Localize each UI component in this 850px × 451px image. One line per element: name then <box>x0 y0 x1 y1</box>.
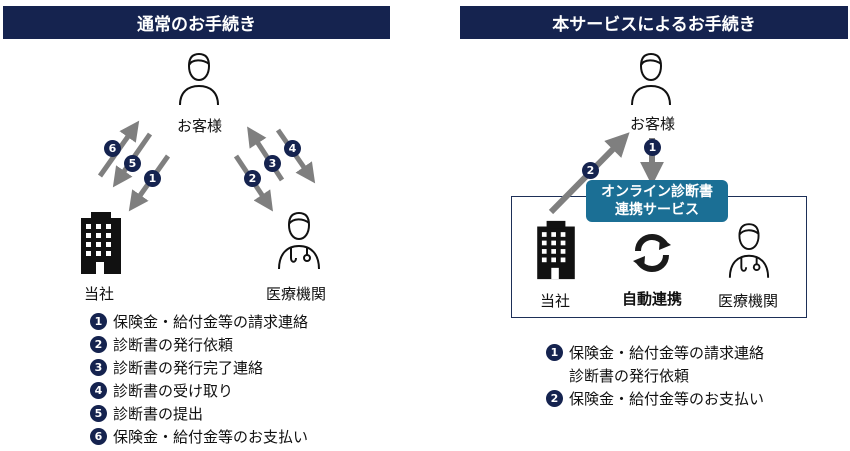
right-steps-list: 1 保険金・給付金等の請求連絡 診断書の発行依頼 2 保険金・給付金等のお支払い <box>546 341 764 410</box>
list-item: 2 診断書の発行依頼 <box>90 333 308 356</box>
step-number: 1 <box>546 344 563 361</box>
left-arrow-badge-3: 3 <box>264 155 281 172</box>
person-icon <box>631 52 671 106</box>
building-icon <box>537 220 575 280</box>
step-number: 2 <box>90 336 107 353</box>
step-text: 保険金・給付金等のお支払い <box>569 390 765 408</box>
step-text: 保険金・給付金等の請求連絡 <box>569 344 765 362</box>
left-arrow-badge-5: 5 <box>124 155 141 172</box>
doctor-icon <box>278 211 320 270</box>
right-hospital-label: 医療機関 <box>718 292 779 310</box>
list-item: 3 診断書の発行完了連絡 <box>90 356 308 379</box>
right-arrow-badge-2: 2 <box>582 162 599 179</box>
step-text: 診断書の受け取り <box>113 382 234 400</box>
step-text: 診断書の発行依頼 <box>113 336 234 354</box>
left-hospital-label: 医療機関 <box>266 285 327 303</box>
step-text: 診断書の発行完了連絡 <box>113 359 264 377</box>
step-text: 診断書の提出 <box>113 405 204 423</box>
list-item: 6 保険金・給付金等のお支払い <box>90 425 308 448</box>
list-item: 診断書の発行依頼 <box>546 364 764 387</box>
list-item: 5 診断書の提出 <box>90 402 308 425</box>
left-company-label: 当社 <box>84 285 115 303</box>
list-item: 1 保険金・給付金等の請求連絡 <box>90 310 308 333</box>
right-customer-label: お客様 <box>630 115 676 133</box>
left-arrow-badge-2: 2 <box>244 170 261 187</box>
building-icon <box>81 212 121 274</box>
doctor-icon <box>728 223 770 278</box>
step-text: 保険金・給付金等のお支払い <box>113 428 309 446</box>
left-customer-label: お客様 <box>177 117 223 135</box>
auto-link-label: 自動連携 <box>622 290 683 308</box>
step-number: 5 <box>90 405 107 422</box>
service-badge: オンライン診断書 連携サービス <box>586 180 728 222</box>
service-line-2: 連携サービス <box>615 202 699 218</box>
right-arrow-badge-1: 1 <box>644 139 661 156</box>
person-icon <box>179 52 219 106</box>
left-arrow-badge-4: 4 <box>284 140 301 157</box>
step-number: 1 <box>90 313 107 330</box>
right-panel-title: 本サービスによるお手続き <box>460 6 848 39</box>
step-text: 診断書の発行依頼 <box>569 367 690 385</box>
step-number: 4 <box>90 382 107 399</box>
left-panel-title: 通常のお手続き <box>3 6 390 39</box>
list-item: 4 診断書の受け取り <box>90 379 308 402</box>
sync-icon <box>633 233 671 273</box>
step-number: 3 <box>90 359 107 376</box>
list-item: 2 保険金・給付金等のお支払い <box>546 387 764 410</box>
left-arrow-badge-6: 6 <box>104 140 121 157</box>
left-arrow-badge-1: 1 <box>144 170 161 187</box>
service-line-1: オンライン診断書 <box>601 184 713 200</box>
step-number: 6 <box>90 428 107 445</box>
right-company-label: 当社 <box>540 292 571 310</box>
step-number: 2 <box>546 390 563 407</box>
left-steps-list: 1 保険金・給付金等の請求連絡 2 診断書の発行依頼 3 診断書の発行完了連絡 4 診断… <box>90 310 308 448</box>
list-item: 1 保険金・給付金等の請求連絡 <box>546 341 764 364</box>
step-text: 保険金・給付金等の請求連絡 <box>113 313 309 331</box>
